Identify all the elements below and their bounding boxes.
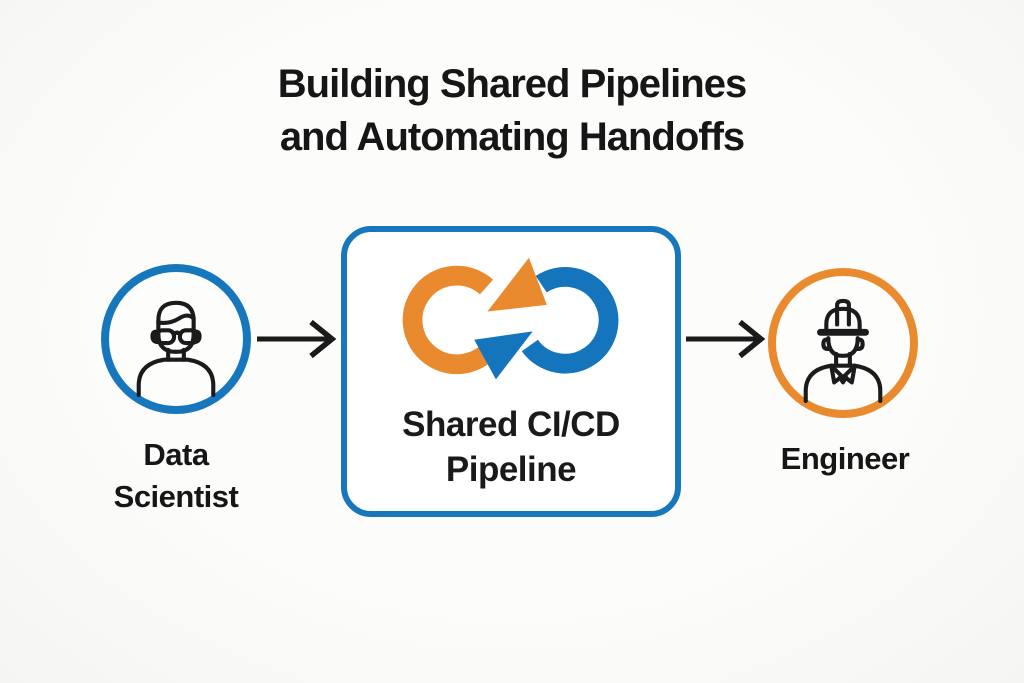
node-engineer [768, 268, 918, 418]
data-scientist-label-line1: Data [143, 437, 209, 472]
pipeline-label-line2: Pipeline [445, 450, 577, 489]
diagram-title: Building Shared Pipelines and Automating… [0, 58, 1024, 164]
engineer-hardhat-icon [803, 298, 883, 404]
diagram-title-line1: Building Shared Pipelines [277, 62, 747, 106]
diagram-title-line2: and Automating Handoffs [279, 115, 745, 159]
node-shared-cicd-pipeline: Shared CI/CD Pipeline [341, 226, 681, 517]
pipeline-label: Shared CI/CD Pipeline [347, 402, 675, 492]
node-data-scientist [101, 264, 251, 414]
arrow-right-icon [686, 319, 766, 359]
person-glasses-icon [136, 300, 216, 398]
data-scientist-label-line2: Scientist [113, 479, 239, 514]
cicd-infinity-loop-icon [402, 257, 619, 380]
data-scientist-label: Data Scientist [46, 434, 306, 518]
arrow-right-icon [257, 319, 337, 359]
pipeline-label-line1: Shared CI/CD [402, 405, 620, 444]
engineer-label: Engineer [780, 441, 910, 476]
